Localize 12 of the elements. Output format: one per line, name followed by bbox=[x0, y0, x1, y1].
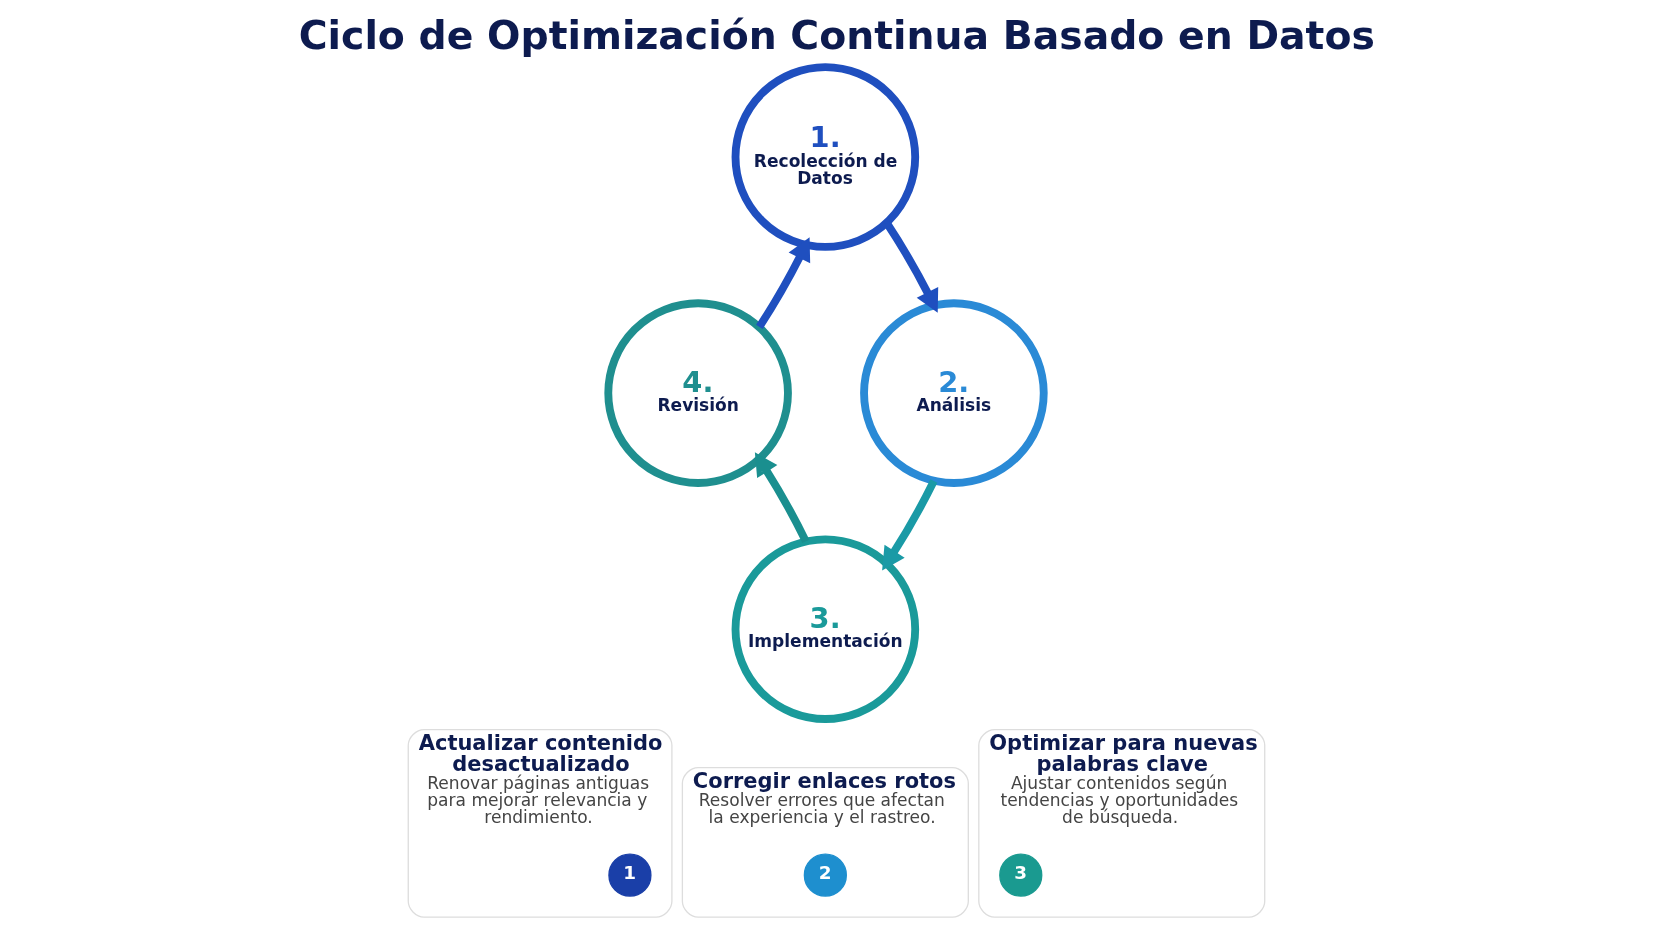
arrow bbox=[754, 452, 809, 544]
node-circle: 1 bbox=[607, 853, 652, 897]
arrow bbox=[881, 479, 937, 571]
diagram-title: Ciclo de Optimización Continua Basado en Datos bbox=[298, 11, 1375, 58]
node-circle: 1. Recolección de Datos bbox=[731, 63, 919, 251]
arrow bbox=[755, 237, 810, 329]
node-circle: 2 bbox=[803, 853, 847, 897]
arrow bbox=[882, 220, 938, 313]
node-circle: 3 bbox=[998, 853, 1042, 897]
node-circle: 2. Análisis bbox=[859, 299, 1048, 487]
node-circle: 4. Revisión bbox=[603, 299, 792, 487]
node-circle: 3. Implementación bbox=[731, 535, 919, 723]
